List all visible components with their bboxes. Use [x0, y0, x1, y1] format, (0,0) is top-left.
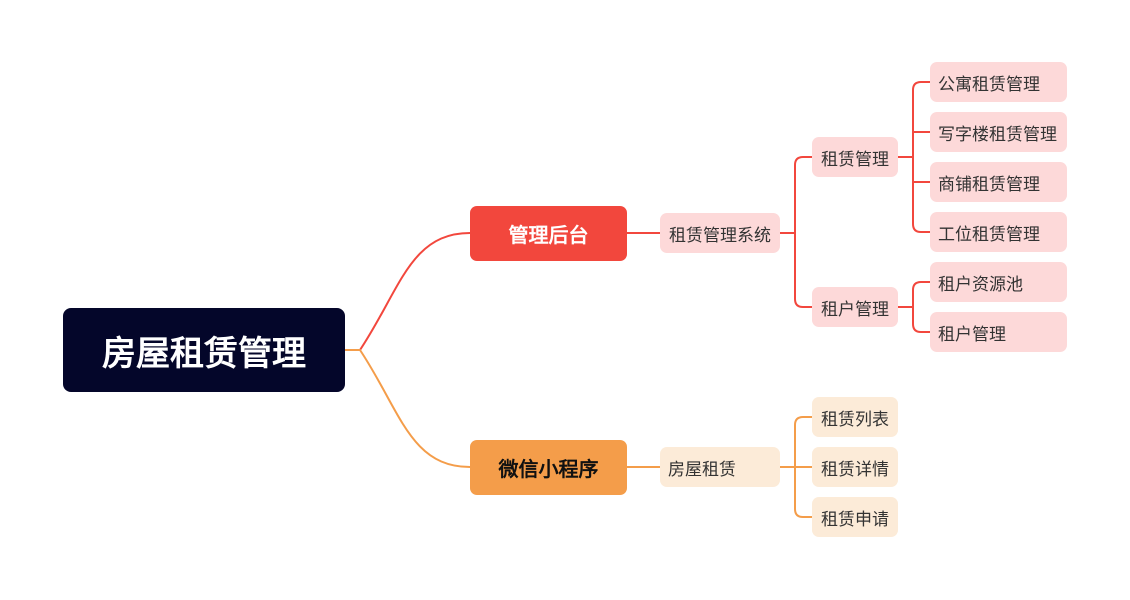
root-node: 房屋租赁管理 [63, 308, 345, 392]
leaf-rental-list: 租赁列表 [812, 397, 898, 437]
leaf-tenant-pool: 租户资源池 [930, 262, 1067, 302]
node-rental-system: 租赁管理系统 [660, 213, 780, 253]
leaf-rental-application: 租赁申请 [812, 497, 898, 537]
edge-wechat-leaves [780, 416, 812, 518]
branch-node-admin: 管理后台 [470, 206, 627, 261]
leaf-apartment-rental: 公寓租赁管理 [930, 62, 1067, 102]
edge-system-tenant-mgmt [794, 233, 812, 308]
edge-root-wechat [345, 349, 471, 468]
leaf-desk-rental: 工位租赁管理 [930, 212, 1067, 252]
leaf-tenant-management: 租户管理 [930, 312, 1067, 352]
node-tenant-mgmt: 租户管理 [812, 287, 898, 327]
edge-rental-leaves [898, 81, 930, 233]
edge-system-rental-mgmt [780, 156, 812, 234]
edge-root-admin [345, 232, 471, 351]
edge-tenant-leaves [898, 281, 930, 333]
branch-node-wechat: 微信小程序 [470, 440, 627, 495]
leaf-office-rental: 写字楼租赁管理 [930, 112, 1067, 152]
node-rental-mgmt: 租赁管理 [812, 137, 898, 177]
leaf-shop-rental: 商铺租赁管理 [930, 162, 1067, 202]
node-house-rental: 房屋租赁 [660, 447, 780, 487]
leaf-rental-detail: 租赁详情 [812, 447, 898, 487]
